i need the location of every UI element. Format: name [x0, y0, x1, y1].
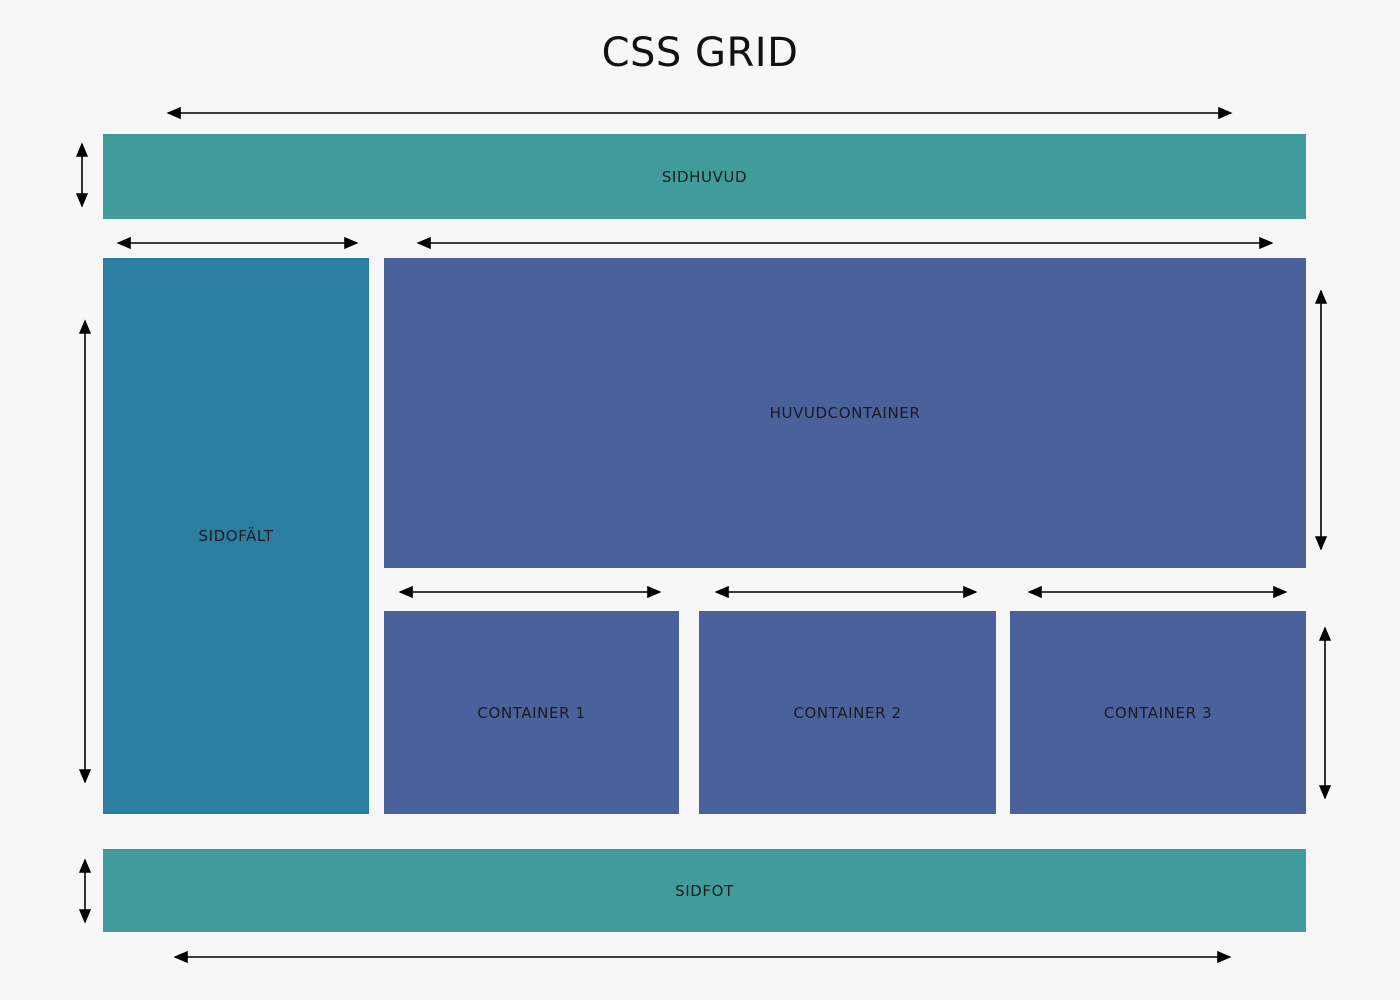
page-title: CSS GRID — [601, 30, 799, 76]
grid-area-sidebar: SIDOFÄLT — [103, 258, 369, 814]
grid-area-container-1: CONTAINER 1 — [384, 611, 679, 814]
grid-area-sidebar-label: SIDOFÄLT — [198, 527, 274, 545]
grid-area-container-3: CONTAINER 3 — [1010, 611, 1306, 814]
grid-area-footer-label: SIDFOT — [675, 881, 734, 900]
grid-area-header-label: SIDHUVUD — [661, 167, 748, 186]
grid-area-footer: SIDFOT — [103, 849, 1306, 932]
grid-area-container-3-label: CONTAINER 3 — [1103, 703, 1213, 722]
grid-area-container-2-label: CONTAINER 2 — [793, 703, 902, 722]
grid-area-container-2: CONTAINER 2 — [699, 611, 996, 814]
grid-area-main-container-label: HUVUDCONTAINER — [769, 404, 921, 422]
grid-area-main-container: HUVUDCONTAINER — [384, 258, 1306, 568]
grid-area-header: SIDHUVUD — [103, 134, 1306, 219]
grid-area-container-1-label: CONTAINER 1 — [477, 703, 586, 722]
